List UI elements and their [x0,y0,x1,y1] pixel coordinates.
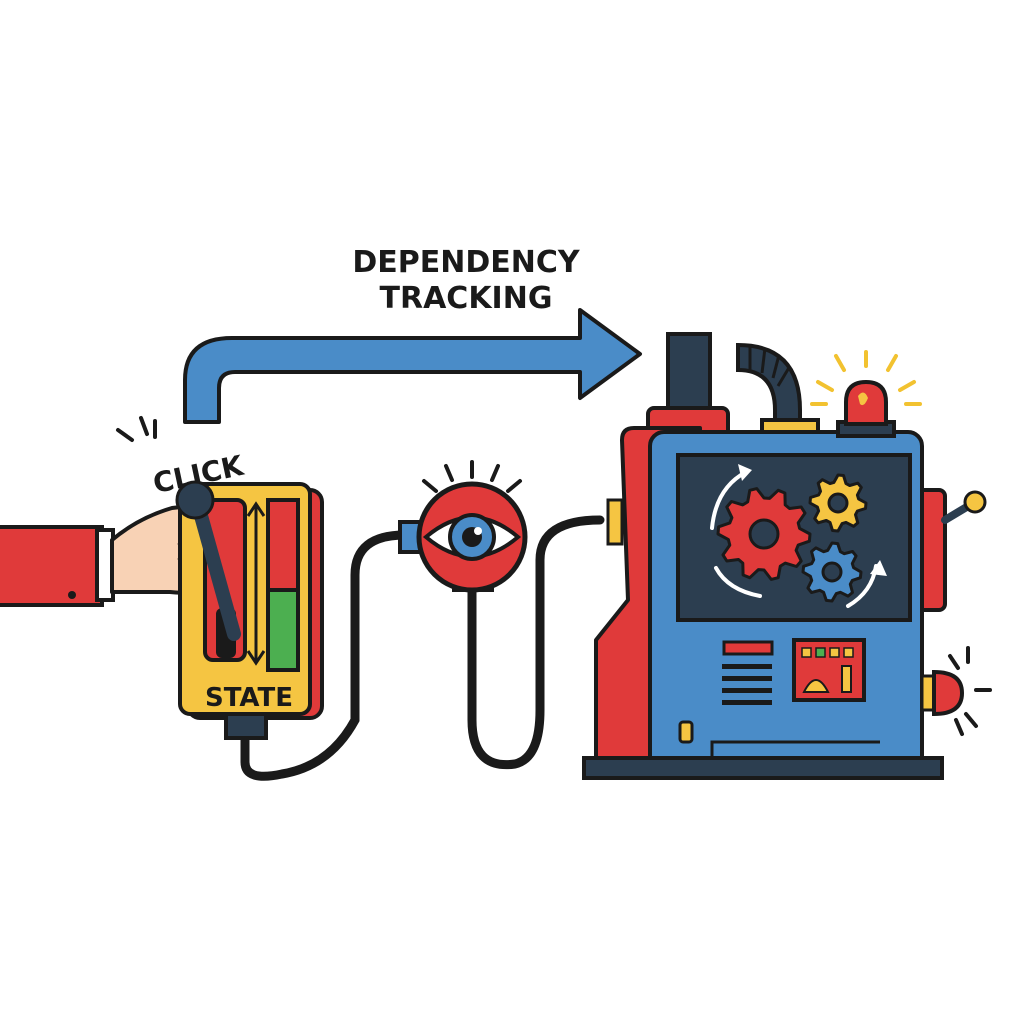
click-motion-lines [116,416,157,442]
gear-icon [716,473,868,603]
gear-hub [827,492,849,514]
flow-arrow [183,308,642,424]
title-line-1: DEPENDENCY [352,245,581,280]
lever-switch-icon [175,480,324,740]
gear-hub [748,518,780,550]
eye-alert-rays [422,460,522,493]
sleeve [0,525,115,607]
title-line-2: TRACKING [380,281,553,316]
gear-hub [821,561,843,583]
eye-sensor-icon [398,481,528,593]
cable-icon [240,515,605,781]
state-label: STATE [205,683,293,713]
warning-lamp-icon [920,646,992,736]
siren-light-icon [810,350,922,438]
